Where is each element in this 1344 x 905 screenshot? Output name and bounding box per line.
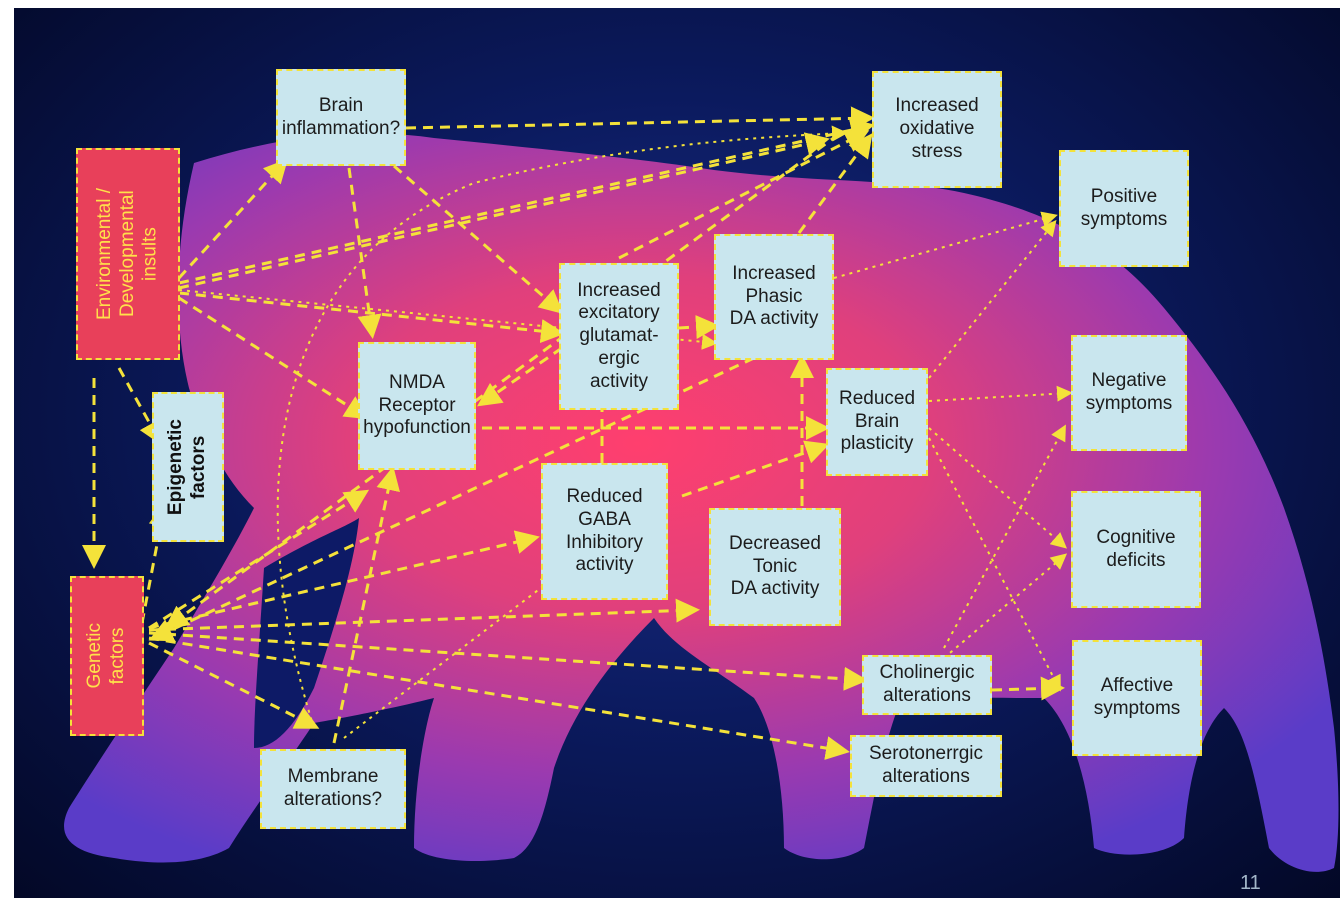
cognitive-deficits-box: Cognitive deficits [1071,491,1201,608]
decreased-tonic-da-activity-box: Decreased Tonic DA activity [709,508,841,626]
nmda-receptor-hypofunction-box: NMDA Receptor hypofunction [358,342,476,470]
increased-oxidative-stress-box: Increased oxidative stress [872,71,1002,188]
epigenetic-factors-box: Epigenetic factors [152,392,224,542]
brain-inflammation-box: Brain inflammation? [276,69,406,166]
arrows [82,106,1065,760]
genetic-factors-label: Genetic factors [84,623,128,689]
positive-symptoms-box: Positive symptoms [1059,150,1189,267]
elephant-silhouette [64,133,1339,872]
epigenetic-factors-label: Epigenetic factors [165,418,209,516]
diagram-canvas [64,106,1339,872]
environmental-developmental-insults-box: Environmental / Developmental insults [76,148,180,360]
elephant-trunk-gap [254,518,359,748]
reduced-gaba-inhibitory-activity-box: Reduced GABA Inhibitory activity [541,463,668,600]
genetic-factors-box: Genetic factors [70,576,144,736]
slide-frame: Brain inflammation? Increased oxidative … [14,8,1340,898]
negative-symptoms-box: Negative symptoms [1071,335,1187,451]
environmental-developmental-insults-label: Environmental / Developmental insults [93,187,161,320]
page-number: 11 [1240,872,1261,894]
membrane-alterations-box: Membrane alterations? [260,749,406,829]
increased-phasic-da-activity-box: Increased Phasic DA activity [714,234,834,360]
reduced-brain-plasticity-box: Reduced Brain plasticity [826,368,928,476]
serotonergic-alterations-box: Serotonerrgic alterations [850,735,1002,797]
increased-excitatory-glutamatergic-activity-box: Increased excitatory glutamat- ergic act… [559,263,679,410]
cholinergic-alterations-box: Cholinergic alterations [862,655,992,715]
affective-symptoms-box: Affective symptoms [1072,640,1202,756]
